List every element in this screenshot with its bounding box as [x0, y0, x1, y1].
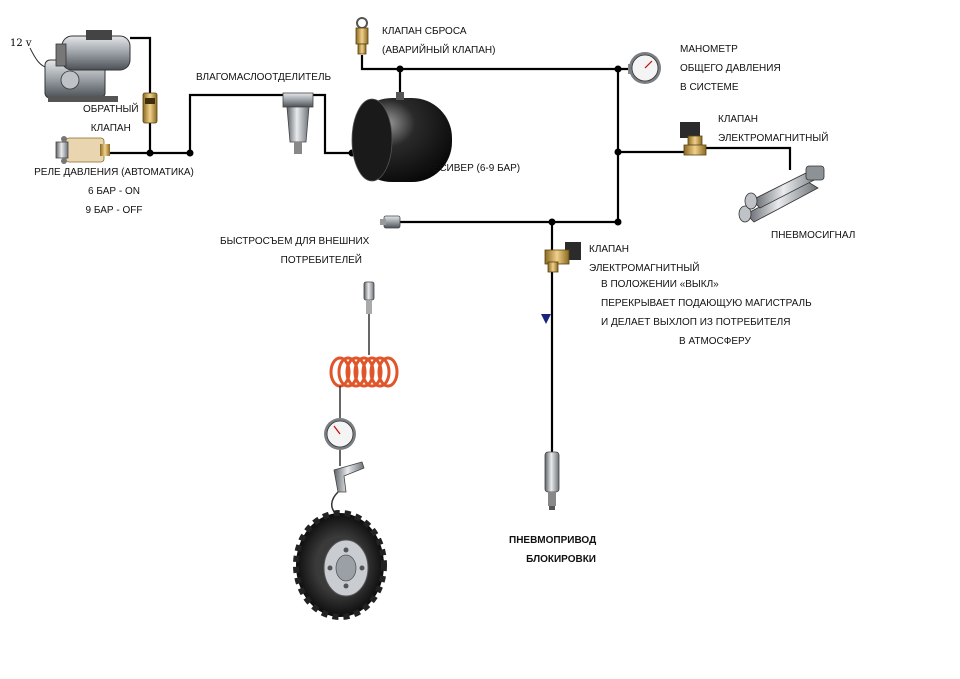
moisture-separator-icon [282, 92, 314, 154]
receiver-label: РЕСИВЕР (6-9 БАР) [426, 163, 521, 174]
quick-connect-label-line: БЫСТРОСЪЕМ ДЛЯ ВНЕШНИХ [220, 236, 370, 247]
quick-connect-icon [380, 215, 401, 229]
locker-valve-note-line: В ПОЛОЖЕНИИ «ВЫКЛ» [601, 279, 719, 290]
locker-valve-note-line: И ДЕЛАЕТ ВЫХЛОП ИЗ ПОТРЕБИТЕЛЯ [601, 317, 791, 328]
junction-dot [614, 148, 622, 156]
pressure-relay-label-line: РЕЛЕ ДАВЛЕНИЯ (АВТОМАТИКА) [34, 167, 194, 178]
horn-valve-icon [680, 122, 707, 156]
pressure-relay-label: РЕЛЕ ДАВЛЕНИЯ (АВТОМАТИКА) 6 БАР - ON 9 … [34, 163, 194, 220]
gauge-label: МАНОМЕТР ОБЩЕГО ДАВЛЕНИЯ В СИСТЕМЕ [680, 40, 781, 97]
relief-valve-label: КЛАПАН СБРОСА (АВАРИЙНЫЙ КЛАПАН) [382, 22, 495, 60]
locker-actuator-label-line: ПНЕВМОПРИВОД [509, 535, 597, 546]
junction-dot [614, 218, 622, 226]
moisture-separator-label: ВЛАГОМАСЛООТДЕЛИТЕЛЬ [196, 72, 332, 83]
locker-actuator-icon [544, 451, 560, 510]
locker-valve-icon [544, 242, 581, 273]
tire-gauge-icon [324, 418, 356, 450]
pressure-relay-icon [55, 136, 110, 164]
locker-valve-label: КЛАПАН ЭЛЕКТРОМАГНИТНЫЙ [589, 240, 699, 278]
compressor-icon [29, 30, 131, 102]
horn-valve-label-line: ЭЛЕКТРОМАГНИТНЫЙ [718, 133, 829, 144]
tire-icon [293, 510, 387, 620]
receiver-tank-icon [351, 92, 452, 182]
junction-dot [614, 65, 622, 73]
relief-valve-icon [355, 17, 369, 55]
coiled-hose-icon [329, 356, 399, 388]
horn-label: ПНЕВМОСИГНАЛ [771, 230, 856, 241]
air-horn-icon [738, 165, 825, 223]
relief-valve-label-line: (АВАРИЙНЫЙ КЛАПАН) [382, 45, 496, 56]
junction-dot [186, 149, 194, 157]
gauge-label-line: МАНОМЕТР [680, 44, 738, 55]
check-valve-icon [142, 92, 158, 124]
inflator-gun-icon [331, 450, 365, 515]
gauge-label-line: ОБЩЕГО ДАВЛЕНИЯ [680, 63, 781, 74]
voltage-label: 12 v [10, 38, 32, 49]
locker-valve-note-line: В АТМОСФЕРУ [679, 336, 751, 347]
check-valve-label-line: КЛАПАН [90, 123, 131, 134]
locker-valve-label-line: КЛАПАН [589, 244, 630, 255]
pressure-relay-off-label: 9 БАР - OFF [85, 205, 143, 216]
locker-actuator-label: ПНЕВМОПРИВОД БЛОКИРОВКИ [509, 531, 596, 569]
relief-valve-label-line: КЛАПАН СБРОСА [382, 26, 467, 37]
junction-dot [396, 65, 404, 73]
check-valve-label: ОБРАТНЫЙ КЛАПАН [83, 100, 139, 138]
junction-dot [146, 149, 154, 157]
junction-dot [548, 218, 556, 226]
horn-valve-label: КЛАПАН ЭЛЕКТРОМАГНИТНЫЙ [718, 110, 828, 148]
horn-valve-label-line: КЛАПАН [718, 114, 759, 125]
locker-valve-note: В ПОЛОЖЕНИИ «ВЫКЛ» ПЕРЕКРЫВАЕТ ПОДАЮЩУЮ … [601, 275, 812, 351]
quick-connect-label: БЫСТРОСЪЕМ ДЛЯ ВНЕШНИХ ПОТРЕБИТЕЛЕЙ [220, 232, 370, 270]
relief-line [360, 55, 402, 100]
quick-connect-label-line: ПОТРЕБИТЕЛЕЙ [280, 255, 362, 266]
locker-actuator-label-line: БЛОКИРОВКИ [526, 554, 596, 565]
relay-line [110, 93, 352, 155]
horn-line-out [706, 146, 792, 170]
pressure-relay-on-label: 6 БАР - ON [88, 186, 140, 197]
gauge-label-line: В СИСТЕМЕ [680, 82, 739, 93]
check-valve-label-line: ОБРАТНЫЙ [83, 104, 139, 115]
flow-arrow-icon [541, 314, 551, 324]
system-gauge-icon [628, 52, 661, 84]
locker-valve-label-line: ЭЛЕКТРОМАГНИТНЫЙ [589, 263, 700, 274]
hose-kit [324, 281, 399, 515]
locker-valve-note-line: ПЕРЕКРЫВАЕТ ПОДАЮЩУЮ МАГИСТРАЛЬ [601, 298, 812, 309]
hose-coupler-icon [363, 281, 375, 314]
